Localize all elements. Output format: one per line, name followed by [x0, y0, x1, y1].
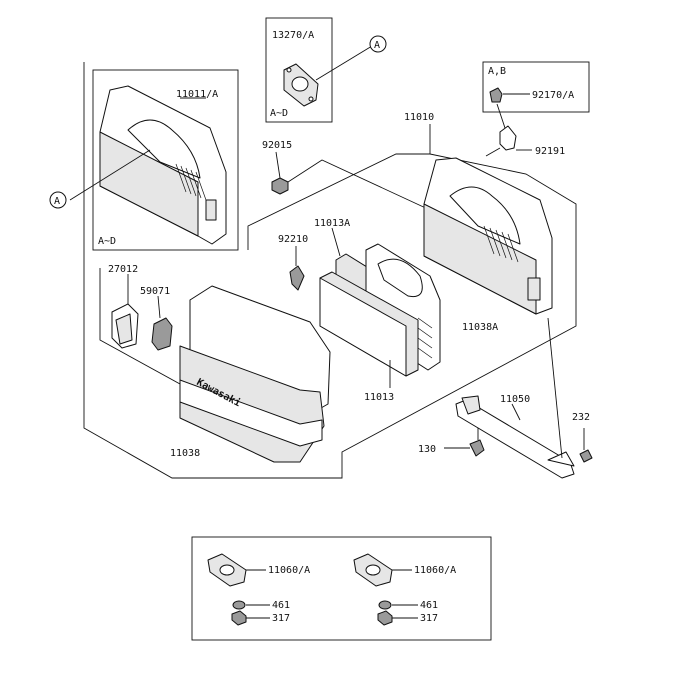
label-callout-a-top: A — [374, 40, 380, 51]
inset-box-ab — [482, 61, 590, 113]
cover-11011 — [99, 85, 227, 245]
label-ab: A,B — [488, 66, 506, 77]
gasket-13270 — [283, 63, 319, 107]
cover-11038: Kawasaki — [179, 285, 331, 463]
inset-box-gaskets-bottom — [191, 536, 492, 641]
label-92210: 92210 — [278, 234, 308, 245]
label-11050: 11050 — [500, 394, 530, 405]
clamp-27012 — [111, 303, 139, 349]
label-11038a: 11038A — [462, 322, 498, 333]
label-317-right: 317 — [420, 613, 438, 624]
assembly-outline — [83, 62, 577, 479]
label-11060-left: 11060/A — [268, 565, 310, 576]
label-11011: 11011/A — [176, 89, 218, 100]
label-59071: 59071 — [140, 286, 170, 297]
nut-317-right — [377, 610, 393, 626]
callout-a-top — [369, 35, 387, 53]
nut-317-left — [231, 610, 247, 626]
label-130: 130 — [418, 444, 436, 455]
label-callout-a-left: A — [54, 196, 60, 207]
label-11013a: 11013A — [314, 218, 350, 229]
label-461-right: 461 — [420, 600, 438, 611]
label-11038: 11038 — [170, 448, 200, 459]
nut-461-left — [232, 600, 246, 610]
callout-a-left — [49, 191, 67, 209]
label-92015: 92015 — [262, 140, 292, 151]
label-461-left: 461 — [272, 600, 290, 611]
label-232: 232 — [572, 412, 590, 423]
bracket-11050 — [455, 395, 575, 479]
gasket-11060-left — [207, 553, 247, 587]
stud-59071 — [151, 317, 173, 351]
label-11013: 11013 — [364, 392, 394, 403]
gasket-11060-right — [353, 553, 393, 587]
bolt-130 — [469, 428, 485, 457]
nut-461-right — [378, 600, 392, 610]
label-92191: 92191 — [535, 146, 565, 157]
label-ad-top: A~D — [270, 108, 288, 119]
label-11060-right: 11060/A — [414, 565, 456, 576]
label-11010: 11010 — [404, 112, 434, 123]
clamp-92191 — [496, 103, 517, 151]
label-13270: 13270/A — [272, 30, 314, 41]
label-27012: 27012 — [108, 264, 138, 275]
nut-92015 — [271, 177, 289, 195]
label-317-left: 317 — [272, 613, 290, 624]
base-11010 — [423, 157, 553, 315]
inset-box-cover — [92, 69, 239, 251]
clip-92210 — [289, 265, 305, 291]
label-ad-left: A~D — [98, 236, 116, 247]
screw-232 — [579, 449, 593, 463]
foam-filter-11013 — [319, 271, 419, 377]
label-92170: 92170/A — [532, 90, 574, 101]
bolt-92170 — [489, 87, 503, 103]
